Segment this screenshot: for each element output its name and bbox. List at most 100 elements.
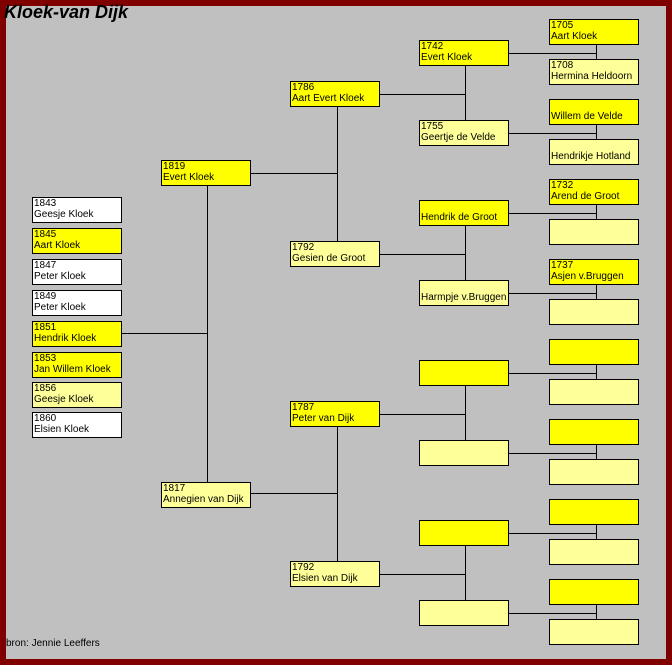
person-name [551, 591, 637, 602]
great-grandparent-box[interactable] [419, 440, 509, 466]
great-great-grandparent-box[interactable] [549, 619, 639, 645]
great-great-grandparent-box[interactable]: Hendrikje Hotland [549, 139, 639, 165]
person-name [551, 391, 637, 402]
connector-line [465, 546, 466, 600]
person-year: 1705 [551, 20, 574, 31]
person-year: 1856 [34, 383, 57, 394]
connector-line [596, 285, 597, 299]
person-year: 1817 [163, 483, 186, 494]
person-year: 1755 [421, 121, 444, 132]
great-great-grandparent-box[interactable] [549, 579, 639, 605]
person-name: Harmpje v.Bruggen [421, 292, 507, 303]
person-year: 1853 [34, 353, 57, 364]
person-name [421, 452, 507, 463]
person-name: Annegien van Dijk [163, 494, 244, 505]
great-great-grandparent-box[interactable] [549, 379, 639, 405]
person-name: Asjen v.Bruggen [551, 271, 624, 282]
person-name: Geertje de Velde [421, 132, 496, 143]
person-name: Aart Kloek [34, 240, 81, 251]
person-name [551, 511, 637, 522]
connector-line [596, 125, 597, 139]
connector-line [119, 333, 207, 334]
person-name [421, 612, 507, 623]
connector-line [507, 53, 596, 54]
connector-line [249, 173, 337, 174]
person-name: Jan Willem Kloek [34, 364, 111, 375]
great-great-grandparent-box[interactable] [549, 539, 639, 565]
great-great-grandparent-box[interactable] [549, 419, 639, 445]
connector-line [596, 365, 597, 379]
person-name [551, 551, 637, 562]
person-name [551, 631, 637, 642]
connector-line [507, 373, 596, 374]
great-grandparent-box[interactable]: Hendrik de Groot [419, 200, 509, 226]
person-year: 1732 [551, 180, 574, 191]
person-name: Hendrikje Hotland [551, 151, 631, 162]
person-name: Aart Evert Kloek [292, 93, 365, 104]
person-year: 1792 [292, 562, 315, 573]
connector-line [596, 205, 597, 219]
great-grandparent-box[interactable] [419, 600, 509, 626]
person-year: 1737 [551, 260, 574, 271]
person-name: Peter Kloek [34, 271, 86, 282]
person-name: Arend de Groot [551, 191, 620, 202]
great-grandparent-box[interactable]: Harmpje v.Bruggen [419, 280, 509, 306]
person-name: Aart Kloek [551, 31, 598, 42]
connector-line [507, 613, 596, 614]
connector-line [507, 453, 596, 454]
person-name: Elsien Kloek [34, 424, 90, 435]
connector-line [378, 414, 465, 415]
great-great-grandparent-box[interactable] [549, 219, 639, 245]
person-name: Peter Kloek [34, 302, 86, 313]
person-year: 1786 [292, 82, 315, 93]
person-name [551, 431, 637, 442]
connector-line [507, 133, 596, 134]
person-name: Hermina Heldoorn [551, 71, 633, 82]
connector-line [378, 574, 465, 575]
person-name: Gesien de Groot [292, 253, 366, 264]
connector-line [465, 226, 466, 280]
person-name: Evert Kloek [421, 52, 473, 63]
great-great-grandparent-box[interactable]: Willem de Velde [549, 99, 639, 125]
person-name [421, 532, 507, 543]
connector-line [465, 66, 466, 120]
great-great-grandparent-box[interactable] [549, 459, 639, 485]
person-name: Willem de Velde [551, 111, 623, 122]
person-year: 1845 [34, 229, 57, 240]
connector-line [596, 605, 597, 619]
connector-line [337, 427, 338, 561]
person-name [551, 311, 637, 322]
person-year: 1849 [34, 291, 57, 302]
connector-line [507, 533, 596, 534]
person-year: 1819 [163, 161, 186, 172]
great-great-grandparent-box[interactable] [549, 299, 639, 325]
great-grandparent-box[interactable] [419, 360, 509, 386]
connector-line [465, 386, 466, 440]
great-grandparent-box[interactable] [419, 520, 509, 546]
connector-line [378, 94, 465, 95]
great-great-grandparent-box[interactable] [549, 499, 639, 525]
great-great-grandparent-box[interactable] [549, 339, 639, 365]
connector-line [207, 186, 208, 495]
connector-line [378, 254, 465, 255]
